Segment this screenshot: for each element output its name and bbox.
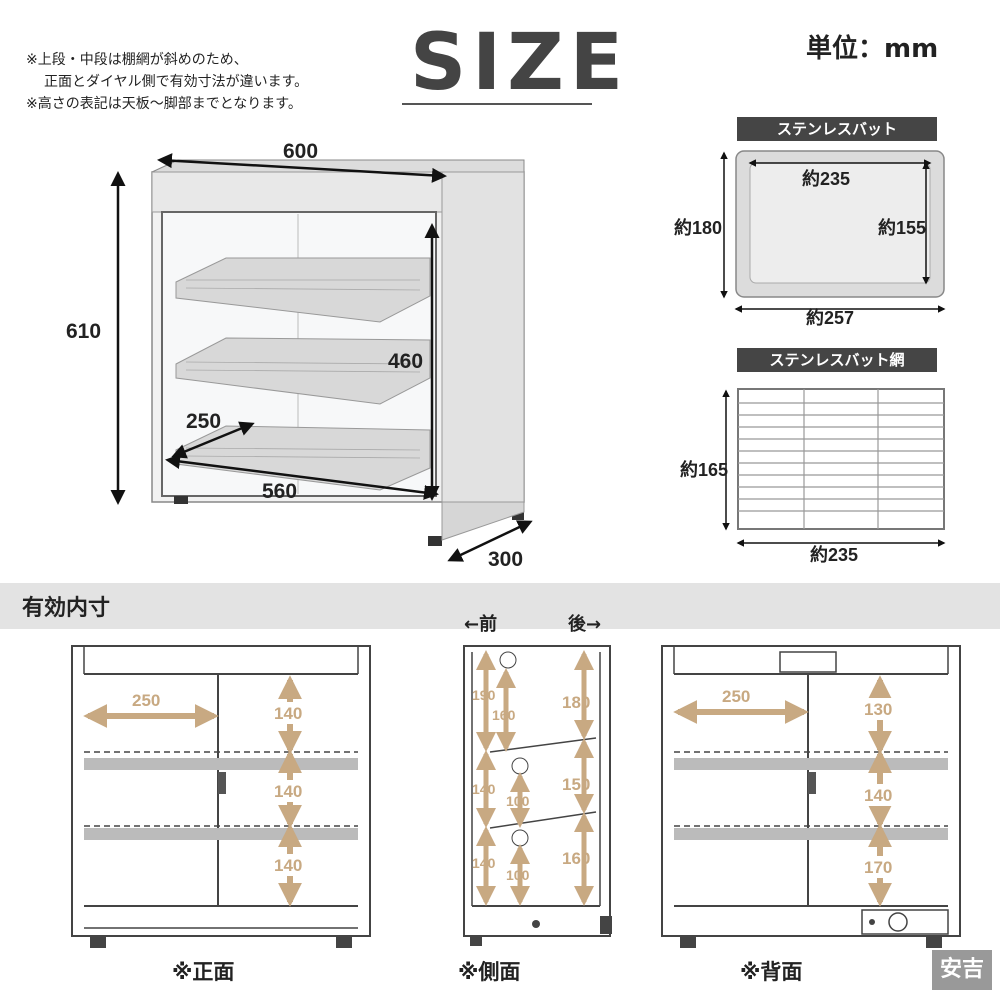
tray-outer-width: 約257 — [806, 308, 855, 328]
effective-section-bar — [0, 583, 1000, 629]
effective-title-box — [0, 583, 160, 629]
dim-width: 600 — [283, 140, 319, 163]
tray-net-label: ステンレスバット網 — [737, 348, 937, 372]
dim-inner-width: 560 — [262, 480, 298, 503]
back-tier-2: 140 — [864, 786, 892, 805]
arrow-tray-depth — [171, 421, 255, 459]
side-front-inner-3: 100 — [506, 867, 530, 883]
product-illustration — [110, 153, 533, 562]
dim-tray-depth: 250 — [186, 410, 222, 433]
front-width-label: 250 — [132, 691, 160, 710]
side-view-diagram: 190 140 140 160 100 100 180 150 160 — [463, 645, 612, 946]
front-view-diagram: 250 140 140 140 — [71, 645, 371, 948]
title-underline — [402, 103, 592, 105]
brand-badge: 安吉 — [932, 950, 992, 990]
tray-net-illustration — [722, 388, 946, 547]
tray-inner-length: 約155 — [878, 218, 927, 238]
page-title: SIZE — [410, 18, 630, 108]
side-front-inner-1: 160 — [492, 707, 516, 723]
tray-illustration — [720, 150, 946, 313]
dim-inner-depth: 460 — [388, 350, 424, 373]
side-front-dir: ←前 — [464, 614, 498, 635]
side-front-tier-3: 140 — [472, 855, 496, 871]
back-view-label: ※背面 — [740, 960, 803, 984]
dim-depth: 300 — [488, 548, 524, 571]
arrow-width — [157, 153, 447, 183]
unit-label: 単位：mm — [806, 34, 939, 64]
side-back-dir: 後→ — [568, 614, 602, 635]
arrow-depth — [447, 520, 533, 562]
back-width-label: 250 — [722, 687, 750, 706]
arrow-inner-width — [165, 454, 439, 500]
back-tier-1: 130 — [864, 700, 892, 719]
side-view-label: ※側面 — [458, 960, 521, 984]
side-back-tier-1: 180 — [562, 693, 590, 712]
side-back-tier-3: 160 — [562, 849, 590, 868]
tray-label: ステンレスバット — [737, 117, 937, 141]
back-tier-3: 170 — [864, 858, 892, 877]
dim-height: 610 — [66, 320, 102, 343]
tray-inner-width: 約235 — [802, 169, 851, 189]
front-view-label: ※正面 — [172, 960, 235, 984]
front-tier-1: 140 — [274, 704, 302, 723]
note-line-1: ※上段・中段は棚網が斜めのため、 — [26, 52, 248, 68]
effective-title: 有効内寸 — [22, 596, 111, 621]
side-back-tier-2: 150 — [562, 775, 590, 794]
front-tier-3: 140 — [274, 856, 302, 875]
side-front-inner-2: 100 — [506, 793, 530, 809]
tray-net-width: 約235 — [810, 545, 859, 565]
tray-outer-length: 約180 — [674, 218, 723, 238]
tray-net-length: 約165 — [680, 460, 729, 480]
back-view-diagram: 250 130 140 170 — [661, 645, 961, 948]
front-tier-2: 140 — [274, 782, 302, 801]
note-line-2: 正面とダイヤル側で有効寸法が違います。 — [44, 74, 309, 90]
side-front-tier-2: 140 — [472, 781, 496, 797]
side-front-tier-1: 190 — [472, 687, 496, 703]
note-line-3: ※高さの表記は天板〜脚部までとなります。 — [26, 96, 302, 112]
